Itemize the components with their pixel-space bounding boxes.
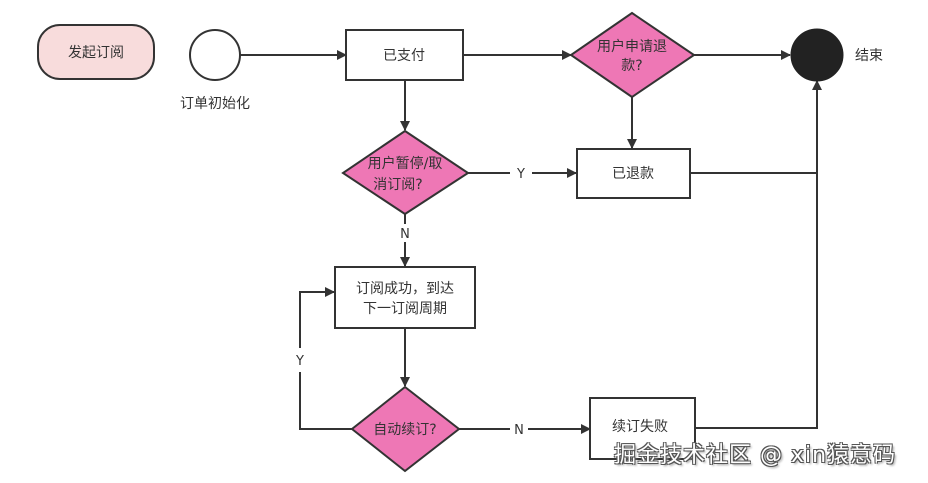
- edge-auto-renew-to-success-b: [299, 287, 335, 348]
- edge-failed-to-end: [695, 80, 822, 429]
- node-order-init: 订单初始化: [180, 29, 250, 112]
- node-refund-request-line1: 用户申请退: [597, 38, 667, 55]
- edge-label-no-failed: N: [514, 423, 524, 438]
- edge-auto-renew-to-success-a: [299, 372, 352, 430]
- node-refund-request: 用户申请退 款?: [569, 11, 696, 99]
- node-auto-renew-label: 自动续订?: [373, 421, 436, 438]
- node-start-subscription: 发起订阅: [37, 24, 155, 80]
- node-subscribe-success-line2: 下一订阅周期: [363, 301, 447, 317]
- node-refunded: 已退款: [576, 148, 691, 199]
- node-pause-cancel-line2: 消订阅?: [373, 177, 422, 193]
- node-refund-request-line2: 款?: [621, 58, 642, 74]
- node-pause-cancel: 用户暂停/取 消订阅?: [341, 129, 470, 216]
- node-renew-failed: 续订失败: [589, 397, 696, 460]
- edge-label-yes-refunded: Y: [516, 167, 525, 182]
- node-paid: 已支付: [345, 29, 464, 81]
- node-pause-cancel-line1: 用户暂停/取: [368, 155, 443, 172]
- node-subscribe-success-line1: 订阅成功，到达: [356, 281, 454, 297]
- edge-label-yes-loop: Y: [295, 354, 304, 369]
- node-order-init-label: 订单初始化: [180, 95, 250, 112]
- node-paid-label: 已支付: [383, 48, 425, 64]
- node-subscribe-success: 订阅成功，到达 下一订阅周期: [334, 266, 476, 329]
- edges: [240, 50, 822, 434]
- edge-label-no-success: N: [400, 227, 410, 242]
- node-auto-renew: 自动续订?: [350, 385, 461, 473]
- node-end-label: 结束: [855, 48, 883, 64]
- watermark: 掘金技术社区 @ xin猿意码: [614, 443, 897, 468]
- node-renew-failed-label: 续订失败: [612, 418, 668, 435]
- node-refunded-label: 已退款: [612, 166, 654, 182]
- node-end: 结束: [790, 28, 883, 82]
- node-start-subscription-label: 发起订阅: [68, 45, 124, 61]
